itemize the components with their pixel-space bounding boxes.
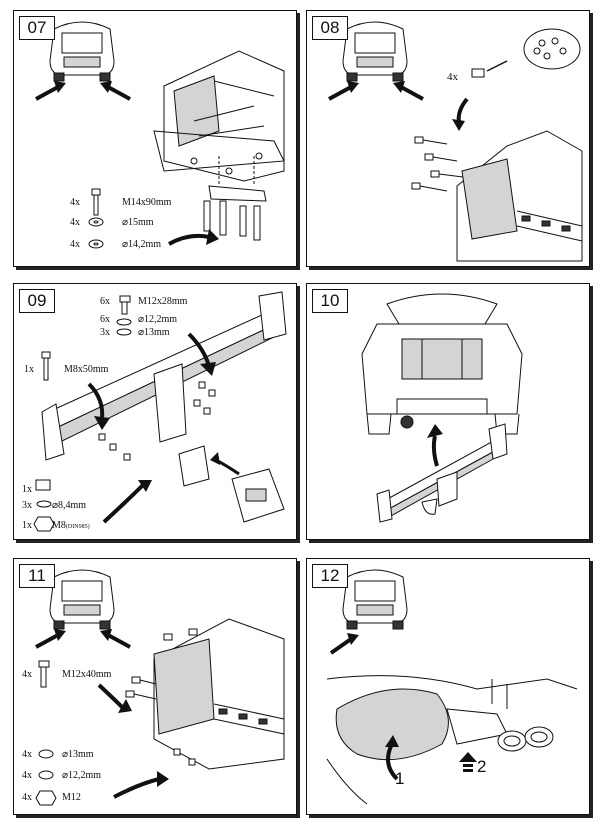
car-rear-icon xyxy=(342,569,408,630)
step-number: 09 xyxy=(19,289,55,313)
panel-step-10: 10 xyxy=(306,283,590,540)
illustration-07 xyxy=(35,21,285,249)
chassis-frame xyxy=(456,130,583,262)
illustration-12 xyxy=(326,569,578,805)
bolt-set xyxy=(411,136,464,192)
part-label: 4x⌀14,2mm xyxy=(70,239,162,250)
exhaust-muffler xyxy=(326,675,578,805)
part-label: 6x⌀12,2mm xyxy=(100,314,178,325)
bolt-stack xyxy=(203,200,261,241)
socket-bracket xyxy=(178,445,285,523)
panel-step-08: 08 4x xyxy=(306,10,590,267)
step-marker-1: 1 xyxy=(395,769,405,788)
step-number: 12 xyxy=(312,564,348,588)
step-marker-2: 2 xyxy=(477,757,487,776)
tow-bar-assembly xyxy=(376,423,508,523)
parts-tray xyxy=(523,28,581,70)
step-number: 11 xyxy=(19,564,55,588)
illustration-10 xyxy=(361,293,523,523)
step-number: 07 xyxy=(19,16,55,40)
car-rear-icon xyxy=(49,569,115,630)
step-number: 08 xyxy=(312,16,348,40)
bolt-set xyxy=(98,381,216,461)
tow-bar-crossbeam xyxy=(41,291,287,461)
car-rear-icon xyxy=(342,21,408,82)
panel-step-07: 07 xyxy=(13,10,297,267)
part-label: 3x⌀13mm xyxy=(100,327,170,338)
bolt-set xyxy=(125,628,198,766)
chassis-frame xyxy=(153,50,285,202)
panel-step-12: 12 1 2 xyxy=(306,558,590,815)
part-label: 3x⌀8,4mm xyxy=(22,500,87,511)
part-label: 4x⌀15mm xyxy=(70,217,154,228)
illustration-08 xyxy=(328,21,583,262)
part-label: 4x⌀12,2mm xyxy=(22,770,102,781)
part-label: 1x xyxy=(22,484,32,495)
illustration-09 xyxy=(33,291,287,532)
part-label: 4x⌀13mm xyxy=(22,749,94,760)
step-number: 10 xyxy=(312,289,348,313)
car-rear-icon xyxy=(49,21,115,82)
chassis-frame xyxy=(153,618,285,770)
illustration-11 xyxy=(35,569,285,806)
part-label: 4x xyxy=(447,71,458,83)
panel-step-09: 09 xyxy=(13,283,297,540)
car-rear-open-trunk xyxy=(361,293,523,435)
